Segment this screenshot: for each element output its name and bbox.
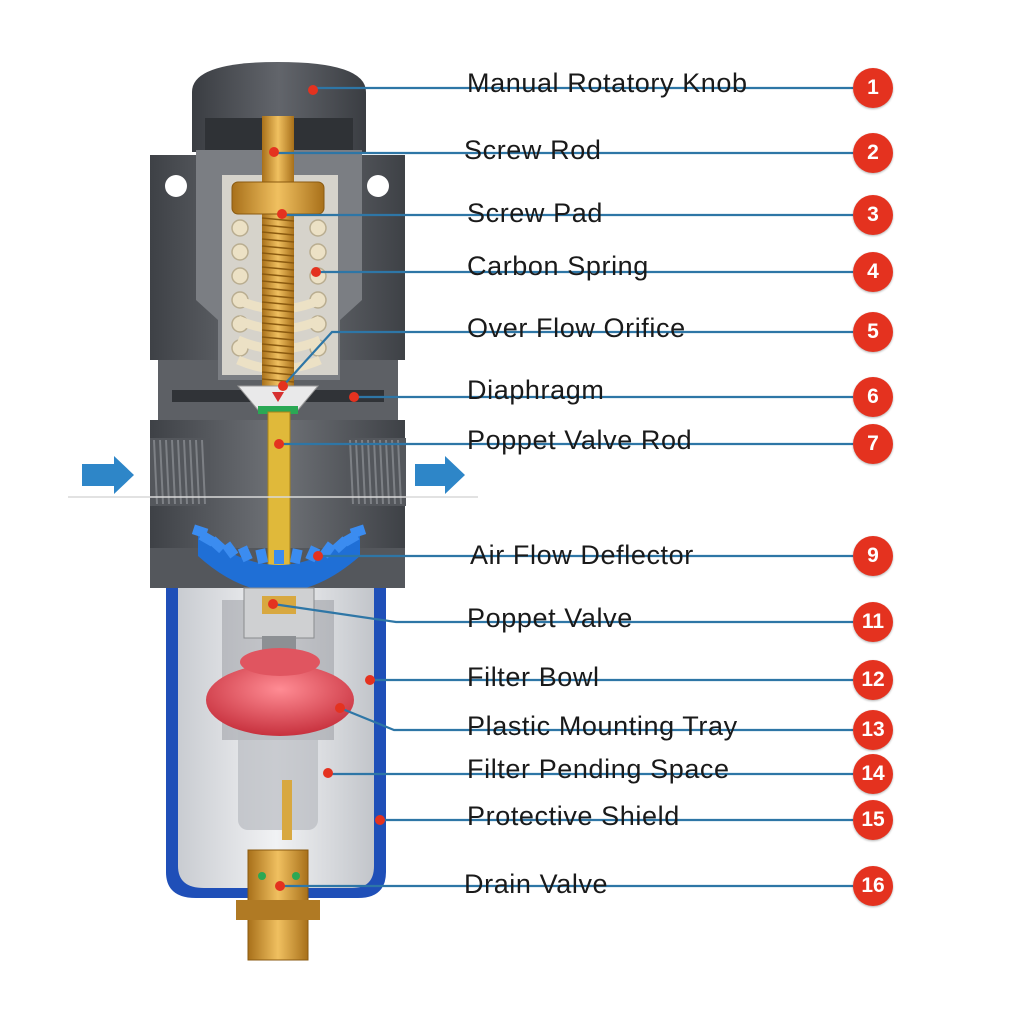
leader-line-13 [339,706,853,732]
part-label: Drain Valve [464,869,609,899]
part-number-badge: 6 [853,377,893,417]
screw-pad [231,181,325,215]
pointer-dot-3 [277,209,287,219]
part-number-badge: 16 [853,866,893,906]
part-number-badge: 11 [853,602,893,642]
part-label: Screw Pad [467,198,603,228]
part-number-badge: 4 [853,252,893,292]
pointer-dot-13 [335,703,345,713]
part-label: Protective Shield [467,801,680,831]
part-label: Filter Bowl [467,662,600,692]
pointer-dot-14 [323,768,333,778]
part-number-badge: 9 [853,536,893,576]
part-number-badge: 7 [853,424,893,464]
pointer-dot-2 [269,147,279,157]
pointer-dot-5 [278,381,288,391]
part-label: Filter Pending Space [467,754,730,784]
part-label: Over Flow Orifice [467,313,686,343]
pointer-dot-7 [274,439,284,449]
pointer-dot-12 [365,675,375,685]
flow-arrow-icon [68,456,478,498]
pointer-dot-6 [349,392,359,402]
part-label: Diaphragm [467,375,605,405]
plastic-mounting-tray [206,664,354,736]
part-label: Screw Rod [464,135,602,165]
part-number-badge: 3 [853,195,893,235]
part-label: Air Flow Deflector [470,540,694,570]
part-number-badge: 5 [853,312,893,352]
part-number-badge: 13 [853,710,893,750]
part-number-badge: 12 [853,660,893,700]
air-flow-deflector [191,524,367,592]
leader-line-5 [282,330,853,387]
part-label: Plastic Mounting Tray [467,711,738,741]
leader-line-11 [272,602,853,624]
pointer-dot-16 [275,881,285,891]
part-label: Carbon Spring [467,251,649,281]
part-number-badge: 1 [853,68,893,108]
pointer-dot-15 [375,815,385,825]
pointer-dot-9 [313,551,323,561]
part-number-badge: 14 [853,754,893,794]
part-number-badge: 2 [853,133,893,173]
screw-rod [262,116,294,386]
part-label: Poppet Valve [467,603,633,633]
part-label: Poppet Valve Rod [467,425,693,455]
pointer-dot-11 [268,599,278,609]
pointer-dot-1 [308,85,318,95]
pointer-dot-4 [311,267,321,277]
part-label: Manual Rotatory Knob [467,68,748,98]
part-number-badge: 15 [853,800,893,840]
